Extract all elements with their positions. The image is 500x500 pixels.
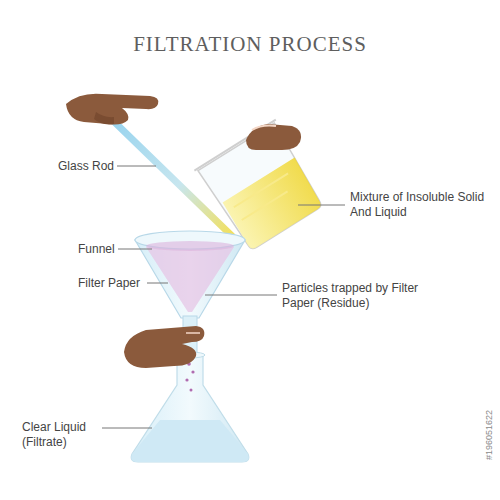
part-label: Funnel [78,242,115,257]
hand-right [246,124,301,150]
part-label: Clear Liquid (Filtrate) [22,420,102,450]
hand-bottom [124,326,204,368]
part-label: Mixture of Insoluble Solid And Liquid [350,190,490,220]
title: FILTRATION PROCESS [0,32,500,57]
hand-top [66,94,158,125]
part-label: Particles trapped by Filter Paper (Resid… [282,281,422,311]
part-label: Glass Rod [58,159,114,174]
part-label: Filter Paper [78,276,140,291]
watermark: #196051622 [484,410,494,460]
conical-flask [131,352,249,462]
filtrate-drops [185,362,194,391]
